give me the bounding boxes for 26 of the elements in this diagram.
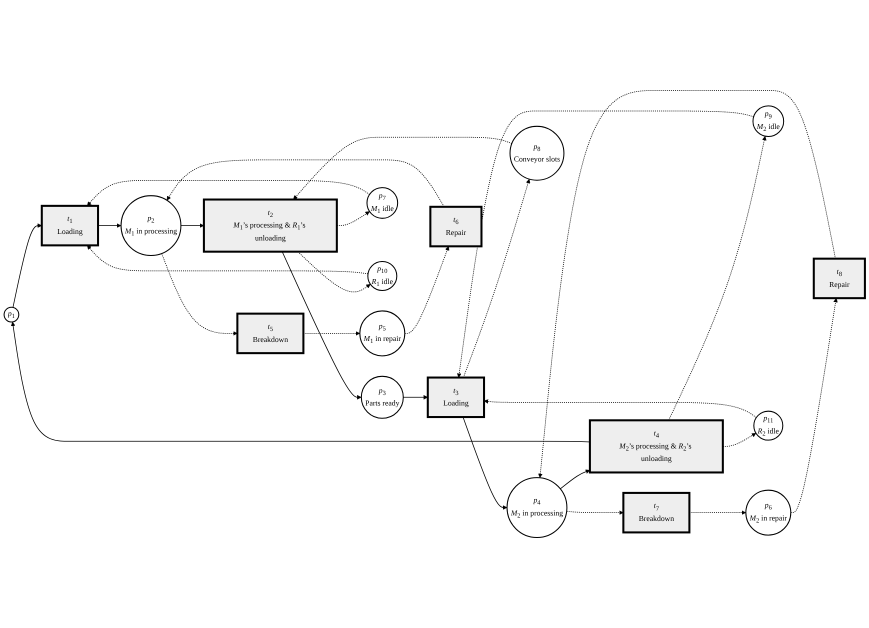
arrow — [566, 510, 624, 515]
arrow — [98, 223, 122, 228]
arrow — [303, 331, 360, 336]
arrow — [402, 395, 428, 400]
arrow — [790, 298, 838, 514]
arrow — [10, 322, 590, 442]
arrow — [87, 245, 368, 274]
arrow — [282, 251, 362, 400]
arrow — [297, 251, 371, 292]
arrow — [668, 136, 766, 421]
arrow — [462, 416, 508, 510]
arrow — [538, 90, 836, 478]
arrow — [404, 246, 450, 334]
arrow — [87, 180, 370, 206]
arrow — [166, 160, 445, 208]
arrow — [462, 178, 530, 378]
arrow — [180, 223, 204, 228]
arrow — [722, 433, 756, 447]
arrow — [161, 253, 238, 336]
arrow — [293, 136, 512, 200]
arrow — [456, 110, 754, 378]
arrow — [484, 399, 757, 418]
arrow — [336, 211, 370, 226]
arrow — [560, 470, 590, 490]
arrow — [12, 223, 42, 308]
arrow — [689, 510, 746, 515]
